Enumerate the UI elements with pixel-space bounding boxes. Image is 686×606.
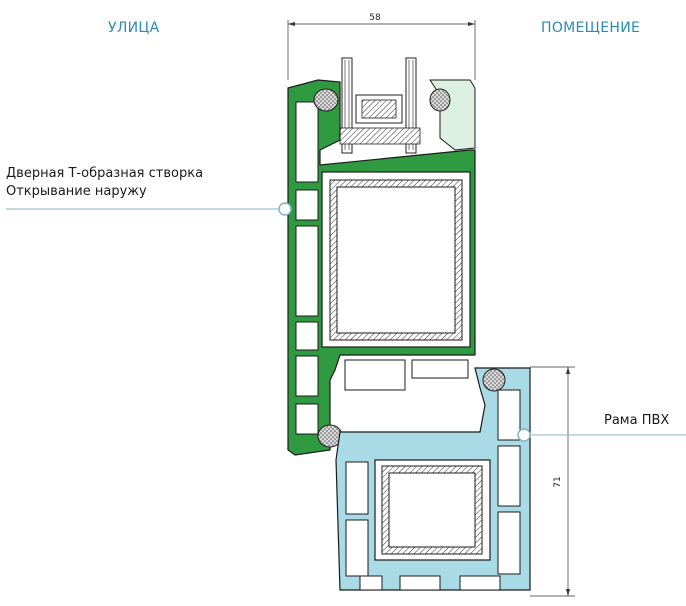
frame-callout-title: Рама ПВХ	[604, 413, 670, 428]
frame-leader	[517, 428, 686, 442]
outside-label: УЛИЦА	[108, 20, 160, 36]
right-dimension-value: 71	[553, 476, 563, 487]
right-dimension: 71	[530, 366, 575, 597]
inside-label: ПОМЕЩЕНИЕ	[541, 20, 641, 36]
top-dimension: 58	[287, 13, 476, 80]
sash-callout-title: Дверная Т-образная створка	[6, 166, 204, 181]
top-dimension-value: 58	[369, 13, 381, 23]
door-sash-profile	[287, 79, 476, 456]
sash-callout-subtitle: Открывание наружу	[6, 184, 147, 199]
sash-leader	[6, 202, 292, 216]
pvc-frame-profile	[335, 367, 531, 591]
glazing-unit	[339, 57, 421, 154]
